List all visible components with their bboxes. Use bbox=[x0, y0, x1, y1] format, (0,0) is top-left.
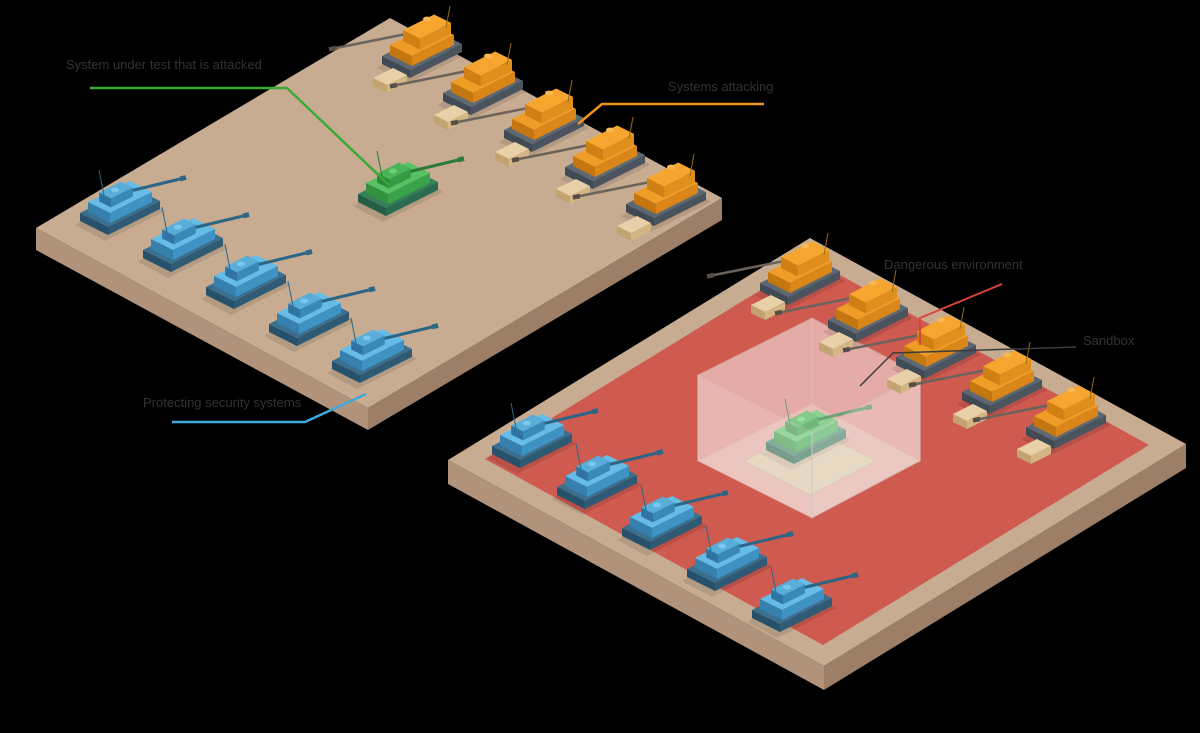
leader-line-system-under-test bbox=[90, 86, 391, 187]
label-system-under-test: System under test that is attacked bbox=[66, 57, 262, 72]
leader-line-sandbox bbox=[859, 346, 1077, 387]
label-systems-defending: Protecting security systems bbox=[143, 395, 302, 410]
leader-line-defending bbox=[172, 392, 367, 424]
label-dangerous-environment: Dangerous environment bbox=[884, 257, 1023, 272]
leader-line-dangerous-environment bbox=[919, 283, 1003, 345]
leader-line-attacking bbox=[577, 102, 764, 125]
label-sandbox: Sandbox bbox=[1083, 333, 1135, 348]
label-systems-attacking: Systems attacking bbox=[668, 79, 774, 94]
